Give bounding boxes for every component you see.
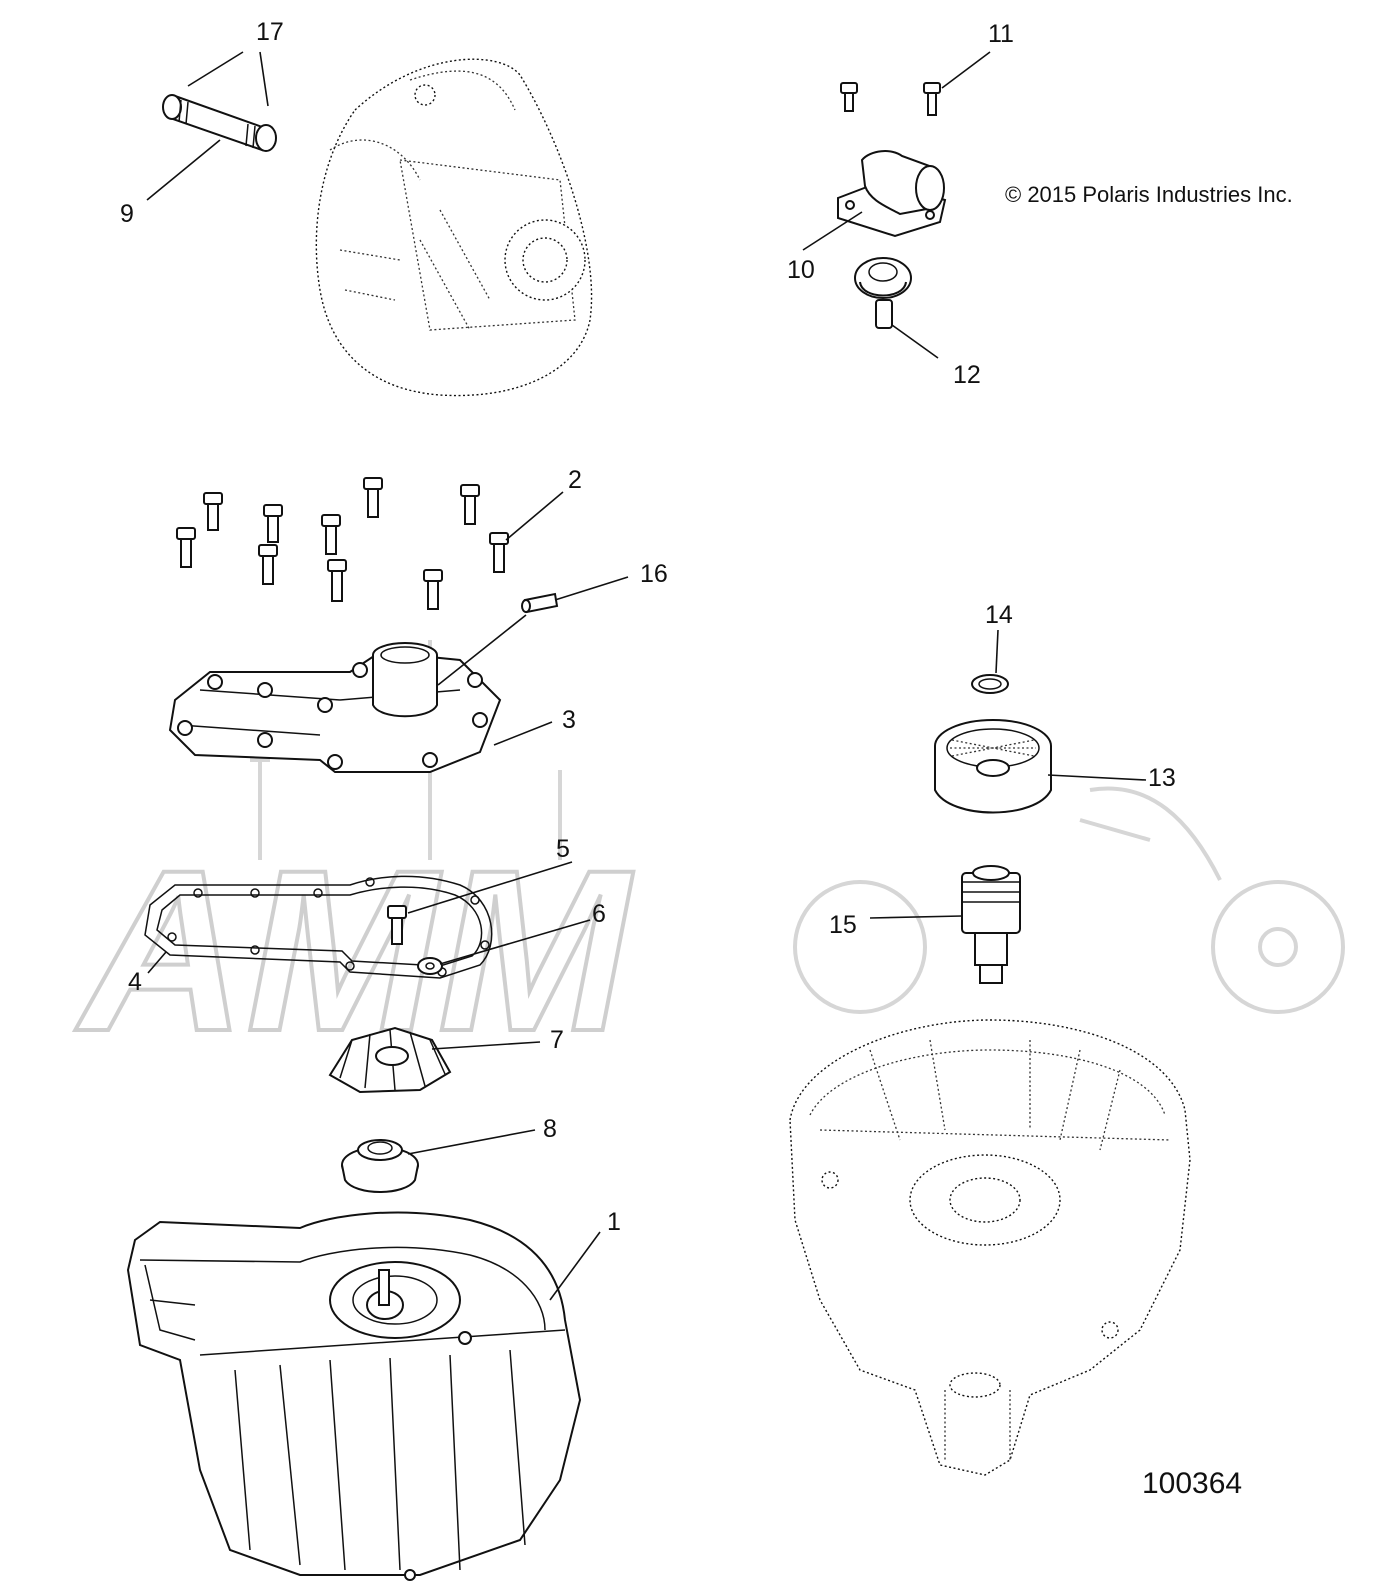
callout-12: 12 — [953, 361, 981, 389]
part-9-tube — [162, 94, 277, 152]
callout-7: 7 — [550, 1026, 564, 1054]
watermark-text: AMM — [75, 822, 634, 1079]
callout-8: 8 — [543, 1115, 557, 1143]
callouts: 17 9 11 10 12 2 16 3 5 6 4 7 8 1 14 13 1… — [120, 18, 1176, 1236]
part-6-washer — [417, 957, 443, 975]
leader-lines — [146, 51, 1147, 1301]
part-7-impeller — [328, 1026, 452, 1094]
watermark-logo: AMM — [73, 640, 1345, 1081]
part-3-pump-cover — [168, 642, 502, 773]
callout-17: 17 — [256, 18, 284, 46]
callout-6: 6 — [592, 900, 606, 928]
callout-2: 2 — [568, 466, 582, 494]
part-12-thermostat — [854, 257, 912, 329]
part-16-dowel — [521, 592, 559, 614]
callout-1: 1 — [607, 1208, 621, 1236]
part-2-bolts — [176, 477, 509, 610]
part-15-gear-shaft — [961, 865, 1021, 984]
callout-14: 14 — [985, 601, 1013, 629]
part-11-bolts — [840, 82, 941, 116]
callout-4: 4 — [128, 968, 142, 996]
case-housing-reference — [789, 1019, 1191, 1476]
engine-cover-reference — [315, 58, 593, 397]
part-8-seal — [341, 1139, 419, 1193]
callout-13: 13 — [1148, 764, 1176, 792]
copyright-notice: © 2015 Polaris Industries Inc. — [1005, 182, 1293, 207]
callout-16: 16 — [640, 560, 668, 588]
callout-11: 11 — [988, 20, 1014, 48]
part-14-oring — [971, 674, 1009, 694]
part-1-housing — [126, 1211, 582, 1581]
callout-15: 15 — [829, 911, 857, 939]
callout-10: 10 — [787, 256, 815, 284]
callout-3: 3 — [562, 706, 576, 734]
diagram-number: 100364 — [1142, 1467, 1242, 1500]
part-5-bolt — [387, 905, 407, 945]
callout-9: 9 — [120, 200, 134, 228]
part-10-thermostat-housing — [837, 150, 947, 238]
callout-5: 5 — [556, 835, 570, 863]
part-13-ring-gear — [934, 719, 1052, 814]
